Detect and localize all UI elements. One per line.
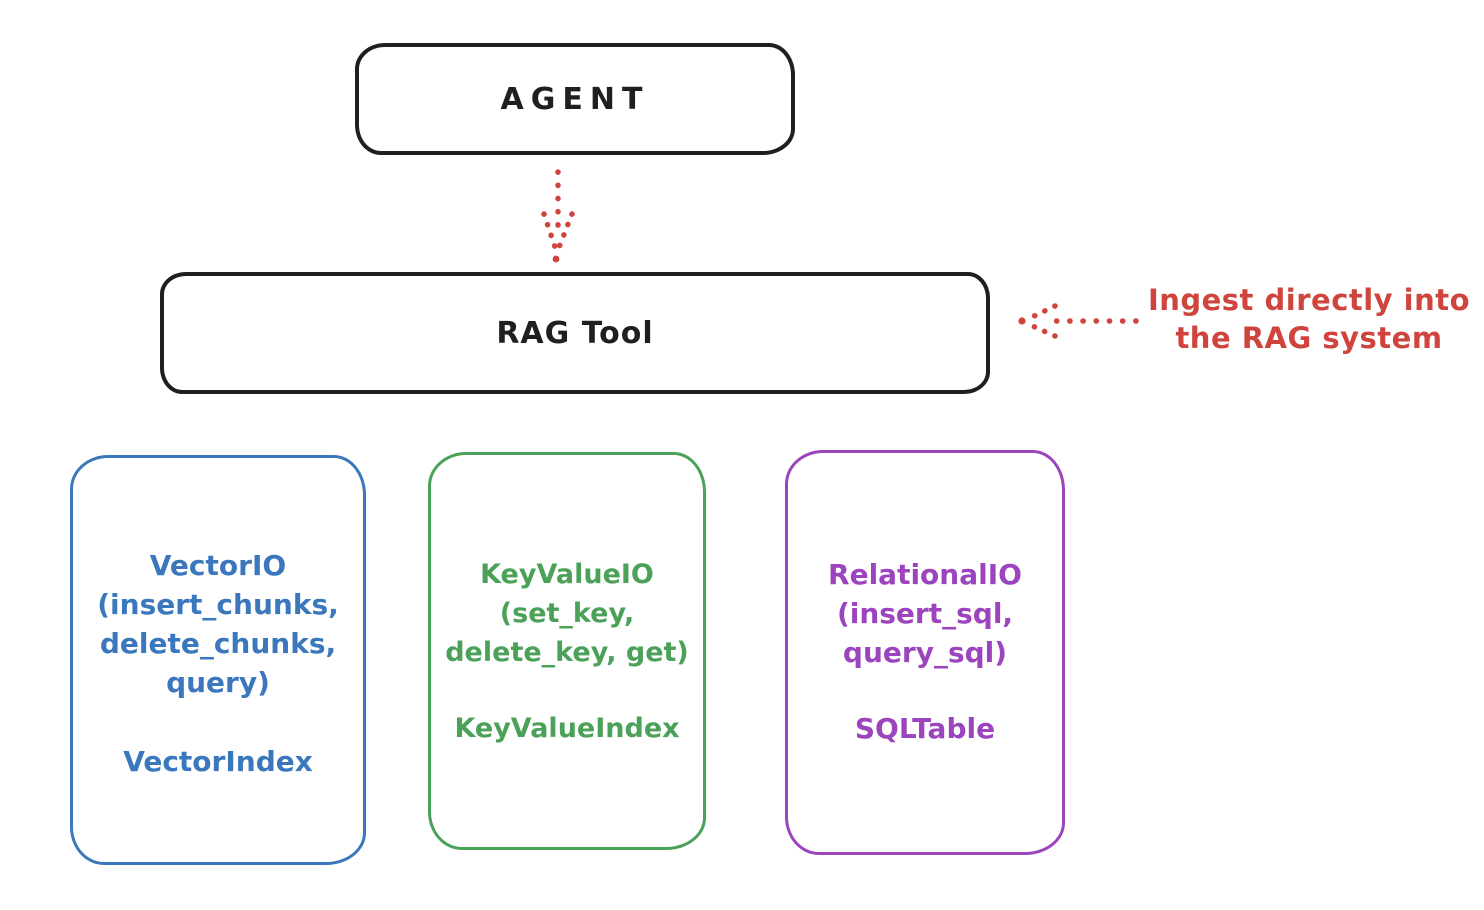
key-value-io-title: KeyValueIO [480, 559, 654, 590]
node-rag-tool: RAG Tool [160, 272, 990, 394]
rag-tool-label: RAG Tool [496, 315, 654, 351]
node-vector-io: VectorIO (insert_chunks, delete_chunks, … [70, 455, 366, 865]
node-key-value-io: KeyValueIO (set_key, delete_key, get) Ke… [428, 452, 706, 850]
dotted-arrow-agent-to-ragtool-icon [541, 169, 575, 263]
vector-io-title: VectorIO [149, 549, 287, 582]
key-value-io-methods-line1: (set_key, [499, 598, 635, 629]
vector-io-methods-line3: query) [166, 666, 270, 699]
vector-index-label: VectorIndex [123, 745, 313, 778]
node-agent: AGENT [355, 43, 795, 155]
relational-io-title: RelationalIO [828, 558, 1022, 591]
agent-label: AGENT [500, 81, 650, 117]
sql-table-label: SQLTable [854, 712, 996, 745]
relational-io-methods-line1: (insert_sql, [836, 597, 1014, 630]
node-relational-io: RelationalIO (insert_sql, query_sql) SQL… [785, 450, 1065, 855]
dotted-arrow-ingest-into-ragtool-icon [1018, 303, 1139, 339]
ingest-annotation: Ingest directly into the RAG system [1138, 281, 1480, 357]
key-value-io-methods-line2: delete_key, get) [445, 637, 689, 668]
relational-io-methods-line2: query_sql) [842, 636, 1008, 669]
ingest-annotation-line1: Ingest directly into [1147, 283, 1471, 317]
vector-io-methods-line2: delete_chunks, [99, 627, 337, 660]
vector-io-methods-line1: (insert_chunks, [97, 588, 339, 621]
key-value-index-label: KeyValueIndex [454, 713, 680, 744]
ingest-annotation-line2: the RAG system [1175, 321, 1443, 355]
